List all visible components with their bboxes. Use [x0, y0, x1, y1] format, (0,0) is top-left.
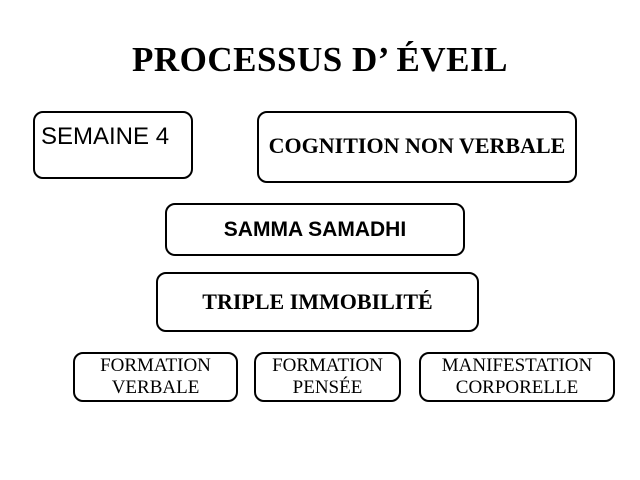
- node-triple-immobilite[interactable]: TRIPLE IMMOBILITÉ: [156, 272, 479, 332]
- node-formation-verbale[interactable]: FORMATION VERBALE: [73, 352, 238, 402]
- node-samma-samadhi[interactable]: SAMMA SAMADHI: [165, 203, 465, 256]
- node-cognition-non-verbale[interactable]: COGNITION NON VERBALE: [257, 111, 577, 183]
- node-samma-samadhi-label: SAMMA SAMADHI: [223, 217, 407, 241]
- node-formation-verbale-label: FORMATION VERBALE: [100, 355, 211, 398]
- page-title: PROCESSUS D’ ÉVEIL: [132, 40, 508, 79]
- node-formation-pensee-label: FORMATION PENSÉE: [272, 355, 383, 398]
- node-semaine-4-label: SEMAINE 4: [41, 123, 170, 150]
- node-formation-pensee[interactable]: FORMATION PENSÉE: [254, 352, 401, 402]
- node-cognition-non-verbale-label: COGNITION NON VERBALE: [268, 133, 566, 158]
- node-semaine-4[interactable]: SEMAINE 4: [33, 111, 193, 179]
- node-manifestation-corporelle-label: MANIFESTATION CORPORELLE: [441, 355, 593, 398]
- node-triple-immobilite-label: TRIPLE IMMOBILITÉ: [202, 289, 433, 314]
- node-manifestation-corporelle[interactable]: MANIFESTATION CORPORELLE: [419, 352, 615, 402]
